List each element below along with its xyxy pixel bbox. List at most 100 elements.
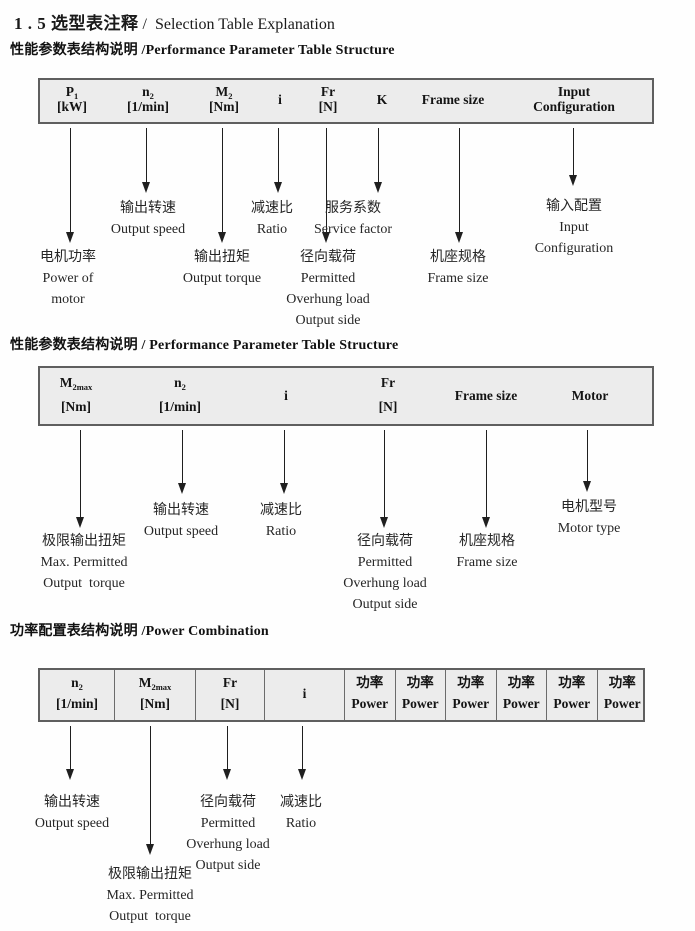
down-arrow-icon — [218, 232, 226, 243]
down-arrow-line — [146, 128, 148, 183]
down-arrow-line — [182, 430, 184, 484]
symbol-main: Fr — [380, 375, 396, 390]
label-line: 机座规格 — [459, 534, 515, 549]
column-header-unit: Power — [502, 696, 540, 711]
section-heading: 功率配置表结构说明 /Power Combination — [10, 624, 269, 639]
column-header-unit: [Nm] — [61, 399, 91, 414]
column-header-symbol: Fr — [321, 85, 335, 99]
label-line: Frame size — [427, 271, 489, 286]
table-column: Fr[N] — [328, 368, 448, 424]
down-arrow-line — [278, 128, 280, 183]
symbol-main: n — [174, 375, 182, 390]
column-header-symbol: 功率 — [457, 676, 484, 690]
label-line: Motor type — [557, 521, 621, 536]
column-header-unit: [N] — [318, 99, 338, 114]
symbol-subscript: 1 — [74, 91, 79, 101]
column-header-unit: [kW] — [57, 99, 87, 114]
symbol-subscript: 2 — [181, 382, 186, 392]
label-line: Ratio — [256, 222, 288, 237]
label-line: 机座规格 — [430, 250, 486, 265]
column-header-symbol: Fr — [223, 676, 237, 690]
label-line: Permitted — [300, 271, 356, 286]
down-arrow-icon — [374, 182, 382, 193]
column-header-symbol: 功率 — [508, 676, 535, 690]
column-header-unit: [1/min] — [127, 99, 169, 114]
symbol-subscript: 2 — [149, 91, 154, 101]
column-header-unit: Power — [553, 696, 591, 711]
label-line: Ratio — [285, 816, 317, 831]
column-header-unit: Configuration — [533, 99, 615, 114]
table-column: Frame size — [393, 80, 513, 122]
column-header-unit: [Nm] — [140, 696, 170, 711]
table-column: Frame size — [426, 368, 546, 424]
label-line: Output side — [352, 597, 418, 612]
down-arrow-icon — [583, 481, 591, 492]
down-arrow-line — [384, 430, 386, 518]
label-line: 输出扭矩 — [194, 250, 250, 265]
down-arrow-icon — [76, 517, 84, 528]
down-arrow-line — [302, 726, 304, 770]
section-heading: 性能参数表结构说明 / Performance Parameter Table … — [10, 338, 399, 353]
down-arrow-icon — [569, 175, 577, 186]
label-line: Power of — [42, 271, 94, 286]
label-line: Overhung load — [286, 292, 370, 307]
column-header-text: i — [284, 387, 288, 403]
label-line: Output speed — [143, 524, 219, 539]
label-line: Service factor — [313, 222, 393, 237]
table-column: i — [264, 670, 344, 720]
symbol-main: M — [59, 375, 73, 390]
down-arrow-icon — [274, 182, 282, 193]
column-header-text: i — [278, 92, 282, 107]
symbol-subscript: 2 — [228, 91, 233, 101]
down-arrow-line — [378, 128, 380, 183]
column-header-unit: [Nm] — [209, 99, 239, 114]
symbol-main: 功率 — [406, 675, 434, 690]
label-line: 减速比 — [280, 795, 322, 810]
label-line: 输出转速 — [153, 503, 209, 518]
down-arrow-icon — [280, 483, 288, 494]
column-header-unit: [1/min] — [159, 399, 201, 414]
label-line: Permitted — [200, 816, 256, 831]
column-header-text: Motor — [571, 387, 609, 403]
symbol-subscript: 2max — [151, 682, 172, 692]
label-line: 径向载荷 — [200, 795, 256, 810]
down-arrow-icon — [298, 769, 306, 780]
explanation-label: 机座规格 Frame size — [363, 247, 553, 289]
down-arrow-icon — [142, 182, 150, 193]
page-title-zh: 1 . 5 选型表注释 — [14, 14, 139, 33]
table-column: i — [220, 80, 340, 122]
column-header-symbol: 功率 — [356, 676, 383, 690]
label-line: 输出转速 — [44, 795, 100, 810]
symbol-subscript: 2max — [72, 382, 93, 392]
down-arrow-icon — [455, 232, 463, 243]
label-line: Output torque — [43, 576, 125, 591]
symbol-main: P — [65, 84, 74, 99]
column-header-text: Frame size — [421, 92, 485, 107]
symbol-main: M — [138, 675, 152, 690]
explanation-label: 减速比 Ratio — [206, 792, 396, 834]
down-arrow-line — [573, 128, 575, 176]
label-line: Output side — [295, 313, 361, 328]
label-line: Output torque — [109, 909, 191, 924]
label-line: 极限输出扭矩 — [42, 534, 126, 549]
explanation-label: 输出转速 Output speed — [86, 500, 276, 542]
